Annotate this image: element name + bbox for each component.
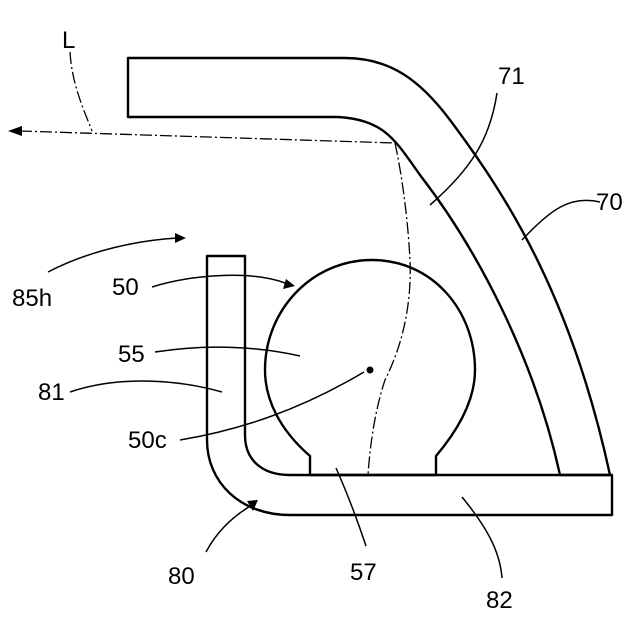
label-50c: 50c (128, 427, 167, 454)
label-axis-L: L (62, 27, 75, 54)
label-71: 71 (498, 63, 525, 90)
label-55: 55 (118, 341, 145, 368)
cover-member-70 (128, 58, 610, 475)
leader-57 (336, 468, 366, 546)
axis-L-leader (70, 52, 92, 131)
axis-line-L (20, 131, 395, 143)
leader-81 (70, 381, 222, 392)
axis-arrowhead (8, 126, 22, 136)
leader-55 (155, 347, 300, 356)
label-70: 70 (596, 189, 623, 216)
label-82: 82 (486, 587, 513, 614)
leader-70 (522, 200, 600, 240)
label-50: 50 (112, 274, 139, 301)
arrowhead-50 (283, 279, 295, 289)
leader-85h (48, 238, 178, 272)
cushion-center-line (368, 143, 410, 475)
label-85h: 85h (12, 285, 52, 312)
arrowhead-85h (175, 233, 186, 243)
label-81: 81 (38, 379, 65, 406)
label-57: 57 (350, 559, 377, 586)
leader-80 (206, 505, 252, 552)
leader-50 (152, 275, 285, 287)
leader-82 (462, 497, 502, 578)
leader-71 (430, 93, 497, 205)
cushion-center-point (367, 367, 374, 374)
label-80: 80 (168, 563, 195, 590)
